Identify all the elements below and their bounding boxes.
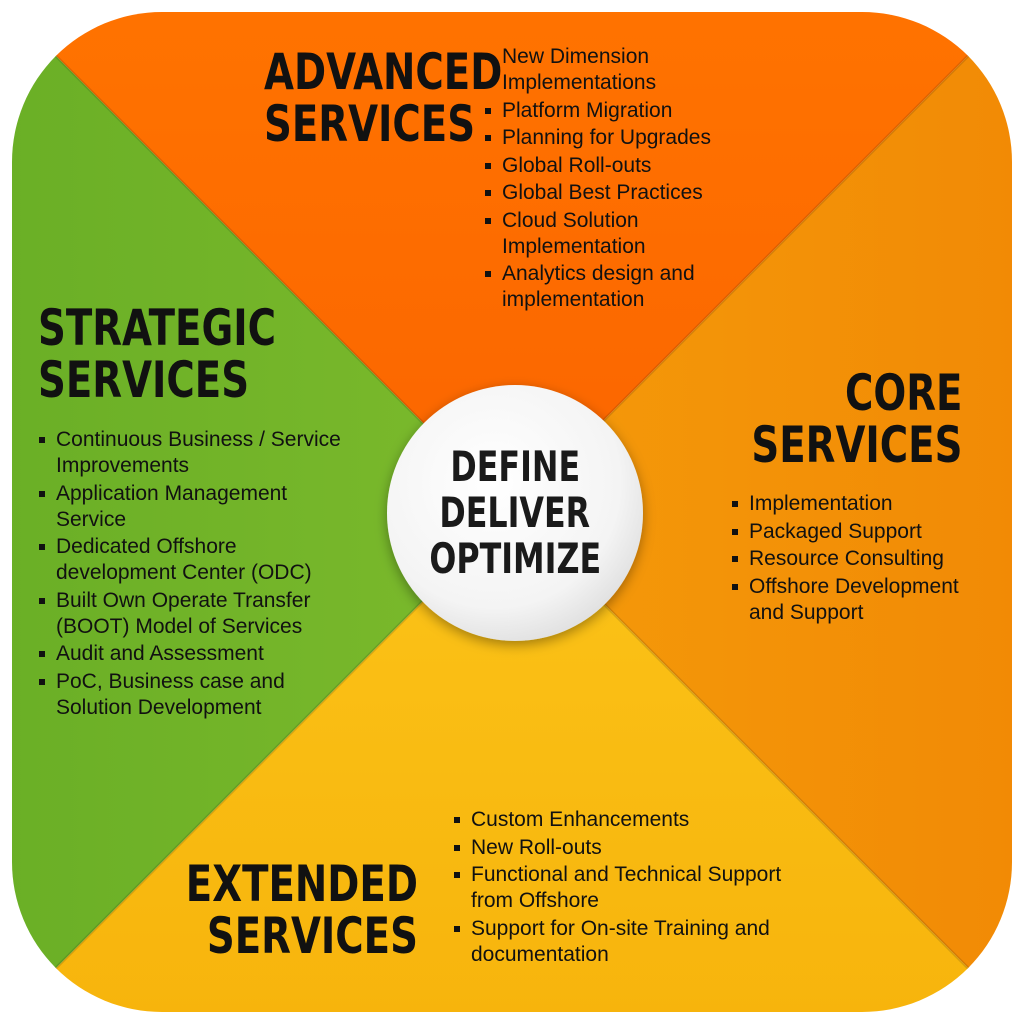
advanced-title-line: ADVANCED (264, 43, 503, 101)
advanced-title-line: SERVICES (264, 95, 476, 153)
list-item: Audit and Assessment (38, 641, 350, 667)
center-line-define: DEFINE (450, 442, 580, 491)
strategic-services-quadrant (12, 12, 512, 1012)
extended-services-quadrant (12, 512, 1012, 1012)
list-item: Custom Enhancements (453, 807, 825, 833)
list-item: Global Best Practices (484, 180, 754, 206)
center-line-optimize: OPTIMIZE (429, 534, 601, 583)
strategic-title-line: STRATEGIC (38, 299, 276, 357)
list-item: Continuous Business / Service Improvemen… (38, 427, 350, 479)
center-line-deliver: DELIVER (439, 488, 591, 537)
list-item: Resource Consulting (731, 546, 976, 572)
list-item: New Roll-outs (453, 835, 825, 861)
list-item: Offshore Development and Support (731, 574, 976, 626)
extended-services-list: Custom Enhancements New Roll-outs Functi… (453, 807, 825, 969)
extended-title-line: EXTENDED (185, 855, 418, 913)
core-title-line: CORE (844, 364, 962, 422)
list-item: Planning for Upgrades (484, 125, 754, 151)
list-item: Global Roll-outs (484, 153, 754, 179)
advanced-services-title: ADVANCED SERVICES (264, 46, 502, 150)
list-item: Support for On-site Training and documen… (453, 916, 825, 968)
list-item: Platform Migration (484, 98, 754, 124)
strategic-services-list: Continuous Business / Service Improvemen… (38, 427, 350, 722)
list-item: Implementation (731, 491, 976, 517)
extended-services-title: EXTENDED SERVICES (186, 858, 418, 962)
list-item: Dedicated Offshore development Center (O… (38, 534, 350, 586)
list-item: Cloud Solution Implementation (484, 208, 754, 260)
list-item: Functional and Technical Support from Of… (453, 862, 825, 914)
list-item: Built Own Operate Transfer (BOOT) Model … (38, 588, 350, 640)
center-label: DEFINE DELIVER OPTIMIZE (387, 385, 643, 641)
list-item: New Dimension Implementations (484, 44, 754, 96)
strategic-title-line: SERVICES (38, 351, 250, 409)
list-item: Application Management Service (38, 481, 350, 533)
extended-title-line: SERVICES (206, 907, 418, 965)
core-services-quadrant (512, 12, 1012, 1012)
core-services-title: CORE SERVICES (751, 367, 962, 471)
core-services-list: Implementation Packaged Support Resource… (731, 491, 976, 627)
list-item: PoC, Business case and Solution Developm… (38, 669, 350, 721)
advanced-services-quadrant (12, 12, 1012, 512)
list-item: Analytics design and implementation (484, 261, 754, 313)
list-item: Packaged Support (731, 519, 976, 545)
advanced-services-list: New Dimension Implementations Platform M… (484, 44, 754, 315)
strategic-services-title: STRATEGIC SERVICES (38, 302, 276, 406)
core-title-line: SERVICES (750, 416, 962, 474)
center-circle (387, 385, 643, 641)
